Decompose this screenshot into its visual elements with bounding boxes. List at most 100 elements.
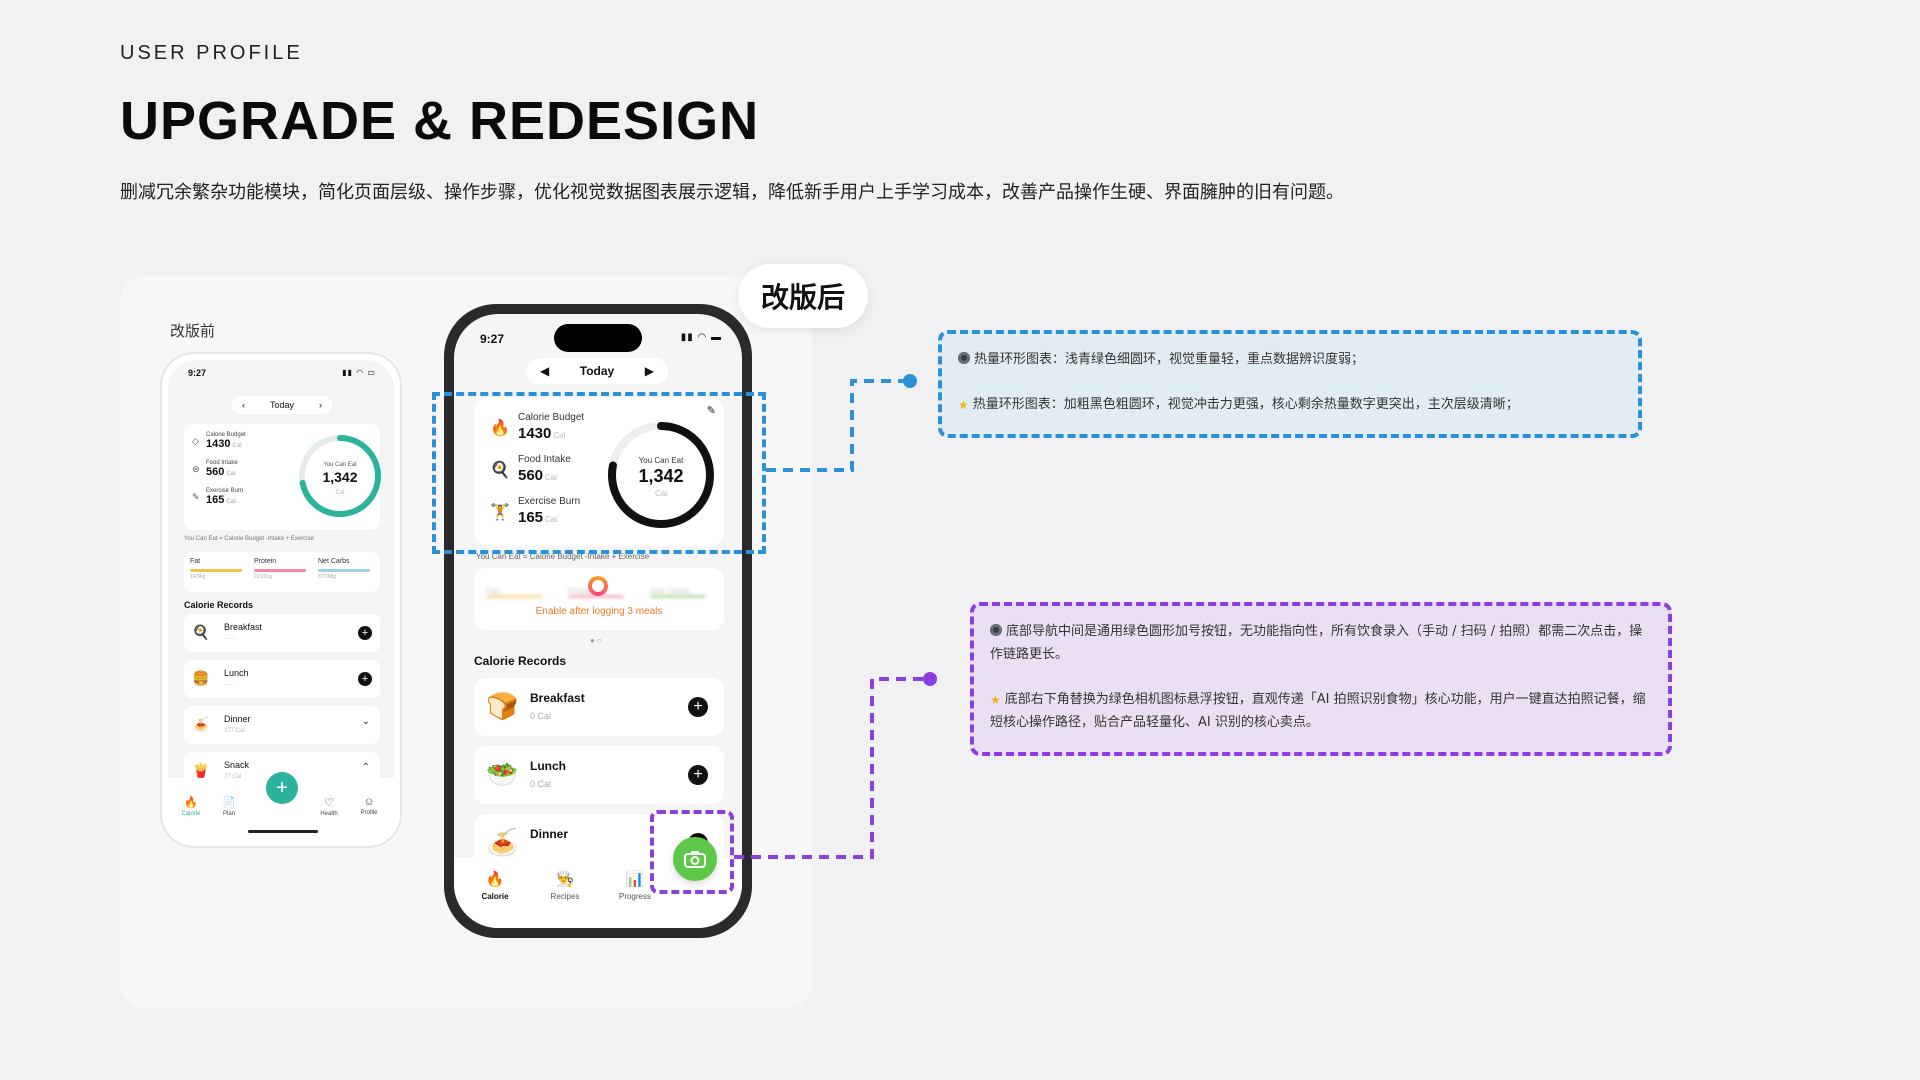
heart-icon: ♡ (324, 797, 334, 809)
status-icons: ▮▮ ◠ ▬ (680, 332, 722, 343)
page-title: UPGRADE & REDESIGN (120, 91, 760, 151)
record-breakfast[interactable]: 🍳 Breakfast - - - + (184, 614, 380, 652)
chef-hat-icon: 👨‍🍳 (555, 871, 575, 888)
new-phone-mockup: 9:27 ▮▮ ◠ ▬ ◀ Today ▶ ✎ 🔥 Calorie Budget… (444, 304, 752, 938)
status-icons: ▮▮ ◠ ▭ (342, 368, 376, 377)
flame-icon: 🔥 (485, 871, 505, 888)
macros-locked-card: Fat Protein Net Carbs Enable after loggi… (474, 568, 724, 630)
before-label: 改版前 (170, 322, 216, 340)
page-dots: ●○ (590, 636, 604, 645)
flame-icon: 🔥 (490, 420, 510, 437)
date-switcher[interactable]: ‹ Today › (232, 396, 332, 414)
date-switcher[interactable]: ◀ Today ▶ (526, 358, 668, 384)
lunch-icon: 🍔 (192, 670, 210, 686)
drop-icon: ◇ (192, 436, 199, 446)
pen-icon: ✎ (192, 492, 200, 502)
breakfast-icon: 🍞 (486, 691, 519, 721)
fab-callout: 底部导航中间是通用绿色圆形加号按钮，无功能指向性，所有饮食录入（手动 / 扫码 … (970, 602, 1672, 756)
thin-calorie-ring: You Can Eat 1,342 Cal (299, 435, 381, 517)
flame-icon: 🔥 (184, 797, 198, 809)
record-breakfast[interactable]: 🍞 Breakfast 0 Cal + (474, 678, 724, 736)
bullet-old-icon (958, 352, 970, 364)
record-dinner[interactable]: 🍝 Dinner 377 Cal ⌄ (184, 706, 380, 744)
dynamic-island (554, 324, 642, 352)
lock-icon (588, 576, 608, 596)
record-lunch[interactable]: 🍔 Lunch - - - + (184, 660, 380, 698)
nav-progress[interactable]: 📊Progress (610, 870, 660, 901)
status-time: 9:27 (188, 368, 207, 378)
ring-callout-before: 热量环形图表：浅青绿色细圆环，视觉重量轻，重点数据辨识度弱； (974, 352, 1365, 367)
nav-profile[interactable]: ☺Profile (354, 796, 384, 816)
records-title: Calorie Records (474, 654, 567, 668)
prev-day-icon[interactable]: ‹ (242, 400, 245, 410)
nav-recipes[interactable]: 👨‍🍳Recipes (540, 870, 590, 901)
food-icon: 🍳 (490, 462, 510, 479)
star-icon: ★ (958, 398, 969, 412)
ring-callout-after: 热量环形图表：加粗黑色粗圆环，视觉冲击力更强，核心剩余热量数字更突出，主次层级清… (972, 397, 1519, 412)
ring-value: 1,342 (638, 466, 683, 486)
nav-calorie[interactable]: 🔥Calorie (470, 870, 520, 901)
dinner-icon: 🍝 (486, 827, 519, 857)
formula-text: You Can Eat = Calorie Budget -Intake + E… (476, 552, 650, 561)
ring-unit: Cal (335, 490, 344, 496)
macro-fat-blurred: Fat (486, 580, 542, 598)
edit-icon[interactable]: ✎ (706, 405, 716, 417)
document-icon: 📄 (222, 797, 236, 809)
ring-label: You Can Eat (639, 456, 684, 465)
lunch-icon: 🥗 (486, 759, 519, 789)
dinner-icon: 🍝 (192, 716, 210, 732)
date-label: Today (269, 400, 295, 410)
macro-protein-blurred: Protein (568, 580, 624, 598)
nav-plan[interactable]: 📄Plan (214, 796, 244, 817)
ring-unit: Cal (655, 489, 667, 498)
page-description: 删减冗余繁杂功能模块，简化页面层级、操作步骤，优化视觉数据图表展示逻辑，降低新手… (120, 182, 1344, 203)
chevron-down-icon[interactable]: ⌄ (361, 716, 370, 727)
add-breakfast-button[interactable]: + (358, 626, 372, 640)
new-phone-screen: 9:27 ▮▮ ◠ ▬ ◀ Today ▶ ✎ 🔥 Calorie Budget… (454, 314, 742, 928)
fab-callout-after: 底部右下角替换为绿色相机图标悬浮按钮，直观传递「AI 拍照识别食物」核心功能，用… (990, 692, 1646, 730)
next-day-icon[interactable]: ▶ (644, 364, 654, 378)
chart-icon: 📊 (625, 871, 645, 888)
camera-icon (684, 851, 706, 868)
macros-locked-text: Enable after logging 3 meals (535, 606, 663, 617)
macro-net-carbs-blurred: Net Carbs (650, 580, 706, 598)
smiley-icon: ☺ (363, 796, 375, 808)
snack-icon: 🍟 (192, 762, 210, 778)
after-label: 改版后 (738, 264, 868, 328)
chevron-up-icon[interactable]: ⌃ (361, 762, 370, 773)
add-lunch-button[interactable]: + (688, 765, 708, 785)
nav-health[interactable]: ♡Health (314, 796, 344, 817)
records-title: Calorie Records (184, 600, 254, 610)
old-phone-mockup: 9:27 ▮▮ ◠ ▭ ‹ Today › ◇ Calorie Budget 1… (160, 352, 402, 848)
bold-calorie-ring: You Can Eat 1,342 Cal (608, 422, 714, 528)
status-time: 9:27 (480, 332, 505, 346)
next-day-icon[interactable]: › (319, 400, 322, 410)
dumbbell-icon: 🏋 (490, 504, 510, 521)
formula-text: You Can Eat = Calorie Budget -Intake + E… (184, 536, 314, 542)
ring-callout: 热量环形图表：浅青绿色细圆环，视觉重量轻，重点数据辨识度弱； ★热量环形图表：加… (938, 330, 1642, 438)
add-lunch-button[interactable]: + (358, 672, 372, 686)
prev-day-icon[interactable]: ◀ (540, 364, 550, 378)
record-lunch[interactable]: 🥗 Lunch 0 Cal + (474, 746, 724, 804)
add-breakfast-button[interactable]: + (688, 697, 708, 717)
fab-highlight-box (650, 810, 734, 894)
add-fab-button[interactable]: + (266, 772, 298, 804)
nav-calorie[interactable]: 🔥Calorie (176, 796, 206, 817)
ring-label: You Can Eat (323, 462, 357, 468)
plate-icon: ⊜ (192, 464, 200, 474)
home-indicator (248, 830, 318, 833)
camera-fab-button[interactable] (673, 837, 717, 881)
old-phone-screen: 9:27 ▮▮ ◠ ▭ ‹ Today › ◇ Calorie Budget 1… (168, 360, 394, 840)
